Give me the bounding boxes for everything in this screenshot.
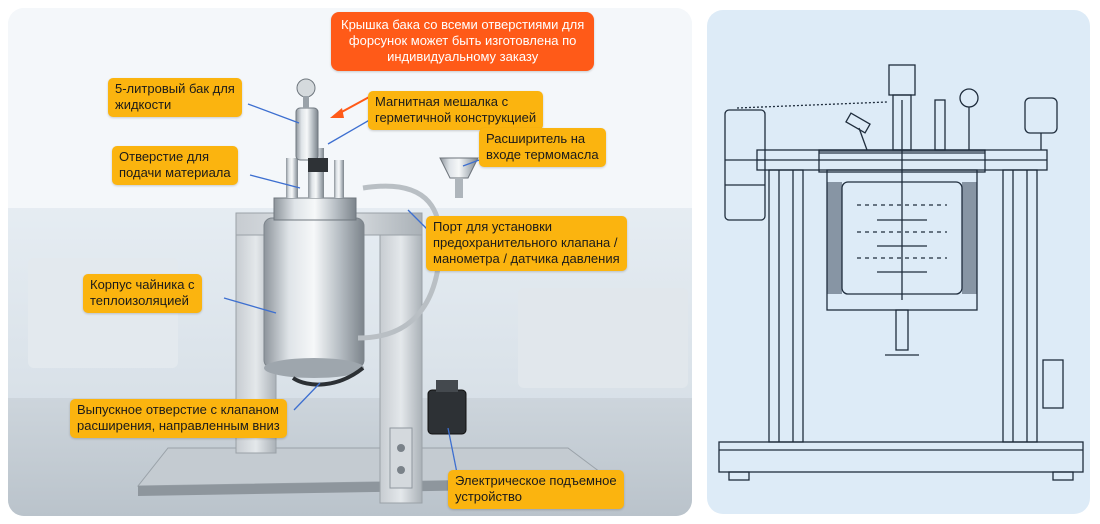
callout-lift-line-2: устройство — [455, 489, 522, 504]
callout-body: Корпус чайника с теплоизоляцией — [83, 274, 202, 313]
callout-outlet: Выпускное отверстие с клапаном расширени… — [70, 399, 287, 438]
callout-expander-line-2: входе термомасла — [486, 147, 599, 162]
callout-tank-line-1: 5-литровый бак для — [115, 81, 235, 96]
callout-inlet: Отверстие для подачи материала — [112, 146, 238, 185]
callout-expander: Расширитель на входе термомасла — [479, 128, 606, 167]
drawing-base — [718, 441, 1084, 473]
callout-lid-line-3: индивидуальному заказу — [387, 49, 539, 64]
expander-funnel — [439, 157, 479, 179]
callout-port: Порт для установки предохранительного кл… — [426, 216, 627, 271]
reactor-technical-drawing — [718, 64, 1084, 481]
vessel-flange — [273, 197, 357, 221]
callout-tank: 5-литровый бак для жидкости — [108, 78, 242, 117]
lid-fittings — [286, 158, 298, 198]
callout-lift-line-1: Электрическое подъемное — [455, 473, 617, 488]
callout-inlet-line-2: подачи материала — [119, 165, 231, 180]
lift-motor — [427, 389, 467, 435]
callout-expander-line-1: Расширитель на — [486, 131, 586, 146]
lab-shelf-right — [518, 288, 688, 388]
vessel-body — [263, 217, 365, 369]
drawing-bottom-outlet — [895, 309, 909, 351]
drawing-left-motor — [724, 109, 766, 221]
callout-lid: Крышка бака со всеми отверстиями для фор… — [331, 12, 595, 71]
callout-stirrer-line-2: герметичной конструкцией — [375, 110, 537, 125]
equipment-photo-panel: Крышка бака со всеми отверстиями для фор… — [8, 8, 692, 516]
callout-stirrer: Магнитная мешалка с герметичной конструк… — [368, 91, 544, 130]
callout-tank-line-2: жидкости — [115, 97, 172, 112]
callout-outlet-line-2: расширения, направленным вниз — [77, 418, 280, 433]
callout-stirrer-line-1: Магнитная мешалка с — [375, 94, 509, 109]
drawing-right-column — [1002, 169, 1038, 443]
callout-body-line-2: теплоизоляцией — [90, 293, 189, 308]
drawing-right-gauge — [1024, 97, 1058, 134]
drawing-side-motor — [1042, 359, 1064, 409]
callout-lid-line-1: Крышка бака со всеми отверстиями для — [341, 17, 585, 32]
small-tank — [295, 107, 319, 161]
stirrer — [308, 158, 328, 172]
callout-port-line-3: манометра / датчика давления — [433, 251, 620, 266]
callout-body-line-1: Корпус чайника с — [90, 277, 195, 292]
callout-port-line-2: предохранительного клапана / — [433, 235, 618, 250]
lid-pointer-arrow — [337, 95, 372, 115]
technical-drawing-panel — [707, 10, 1090, 514]
callout-inlet-line-1: Отверстие для — [119, 149, 210, 164]
callout-port-line-1: Порт для установки — [433, 219, 553, 234]
callout-lid-line-2: форсунок может быть изготовлена по — [348, 33, 577, 48]
drawing-left-column — [768, 169, 804, 443]
callout-outlet-line-1: Выпускное отверстие с клапаном — [77, 402, 279, 417]
callout-lift: Электрическое подъемное устройство — [448, 470, 624, 509]
